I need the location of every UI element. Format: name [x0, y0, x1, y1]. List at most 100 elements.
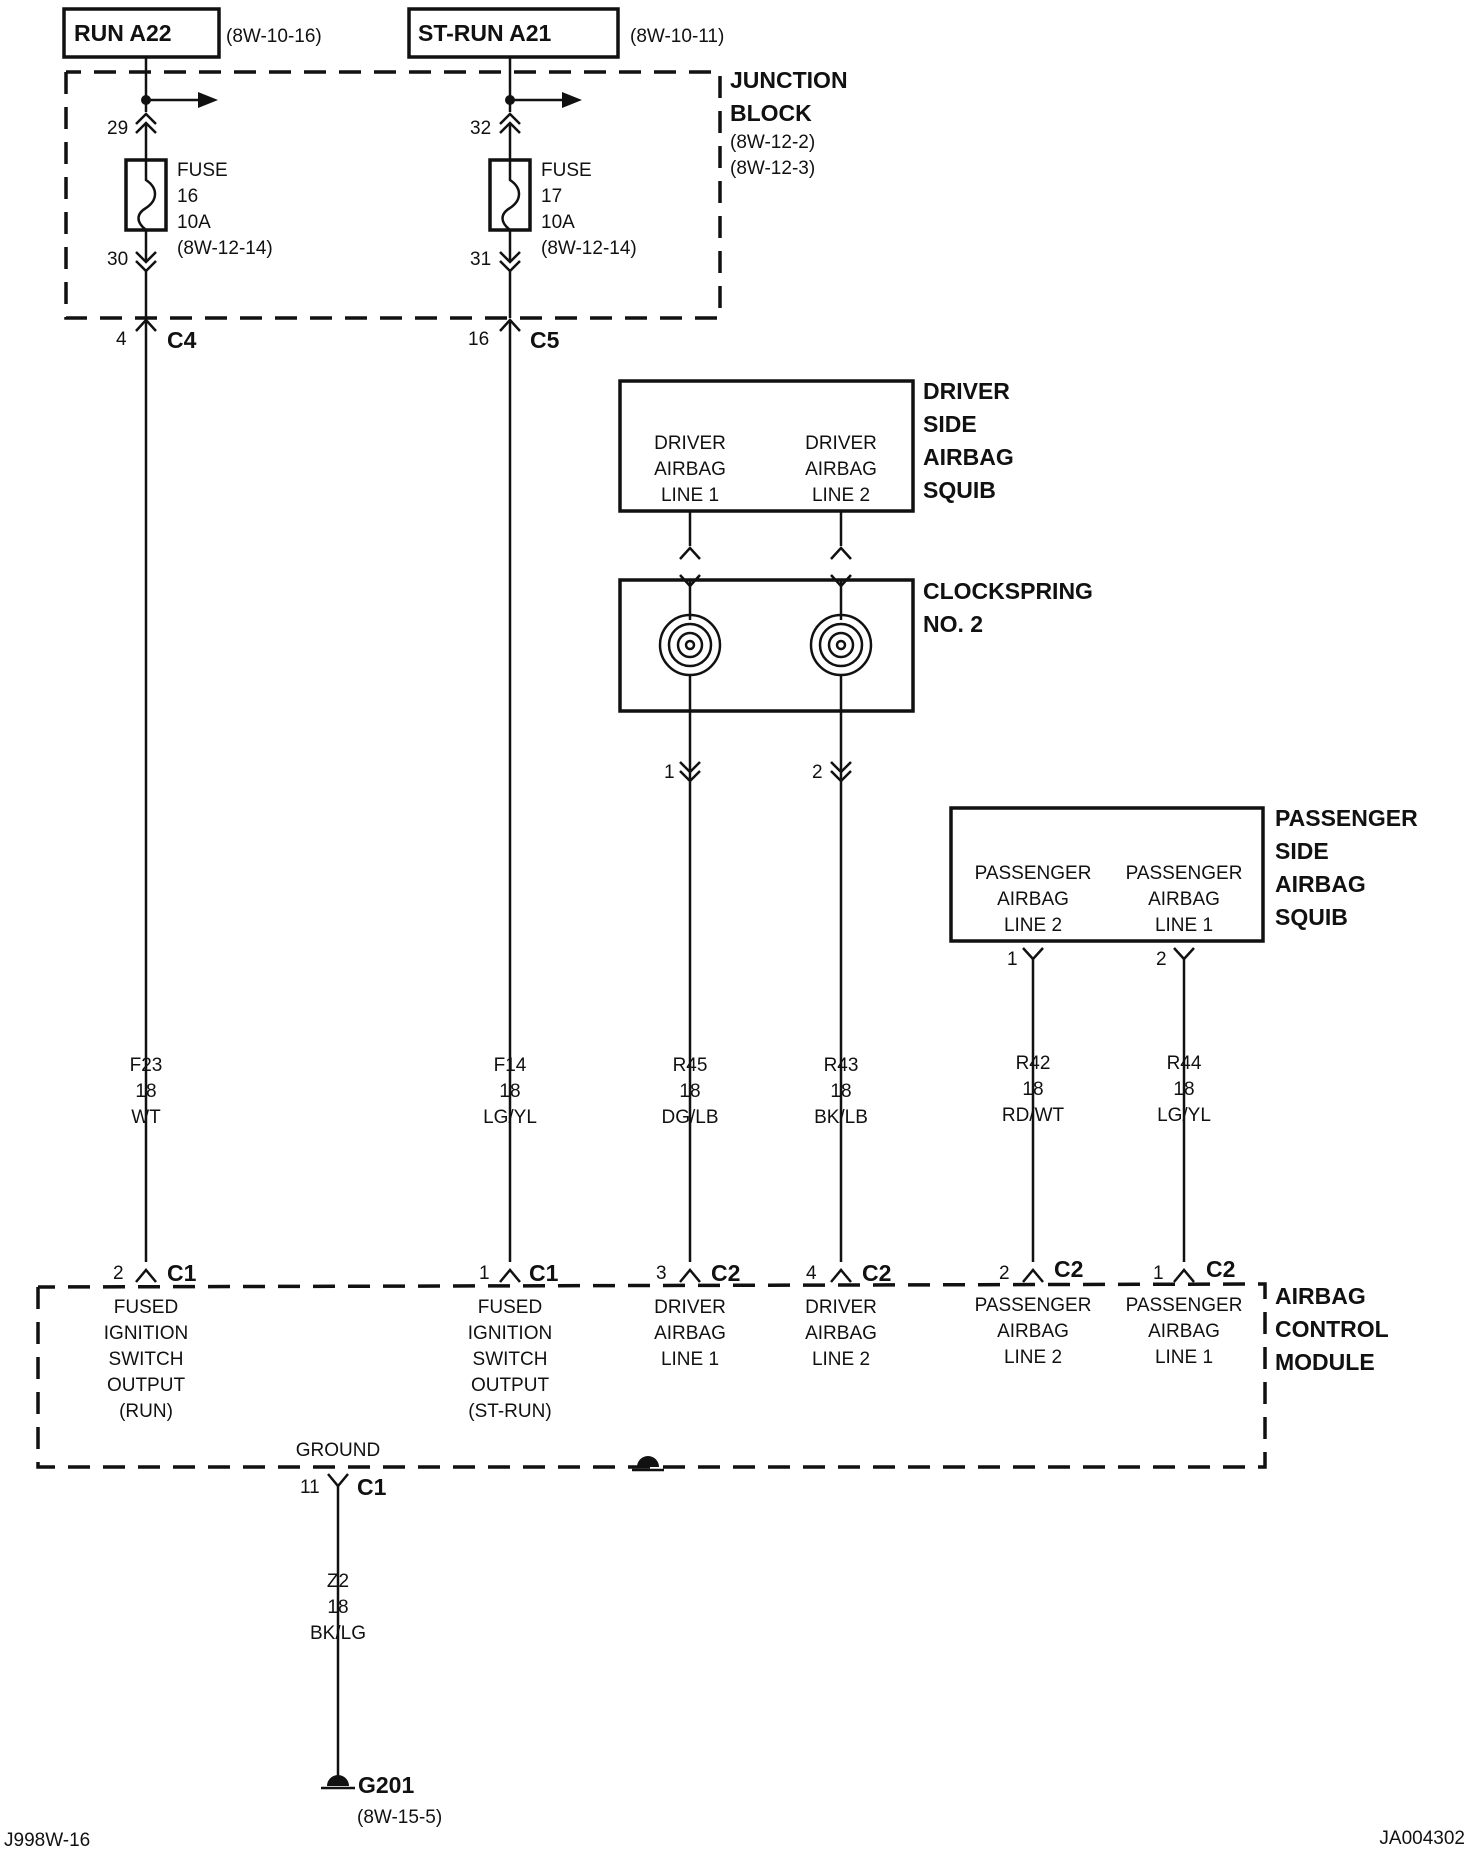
- fuse17-line1: FUSE: [541, 160, 592, 181]
- module-driver-line2-label: DRIVER AIRBAG LINE 2: [805, 1297, 877, 1370]
- module-conn-name-3: C2: [711, 1260, 740, 1286]
- passenger-squib-l2-a: PASSENGER: [975, 863, 1092, 884]
- ground-connector: [327, 1473, 349, 1778]
- fuse16-pin-in: 29: [107, 118, 128, 139]
- passenger-squib-box: [949, 806, 1265, 943]
- svg-text:18: 18: [499, 1081, 520, 1102]
- module-conn-pin-1: 2: [113, 1263, 124, 1284]
- airbag-module-outline: [36, 1282, 1267, 1469]
- run-a22-label: RUN A22: [74, 20, 172, 46]
- fuse17-line2: 17: [541, 186, 562, 207]
- driver-squib-title-3: AIRBAG: [923, 444, 1014, 470]
- fuse16-pin-out: 30: [107, 249, 128, 270]
- clockspring-pin-2: 2: [812, 762, 823, 783]
- svg-text:F23: F23: [130, 1055, 163, 1076]
- module-passenger-line2-label: PASSENGER AIRBAG LINE 2: [975, 1295, 1092, 1368]
- module-connector-symbols: [135, 1268, 1195, 1283]
- clockspring-box: [618, 578, 915, 713]
- module-output-st-run-label: FUSED IGNITION SWITCH OUTPUT (ST-RUN): [468, 1297, 552, 1422]
- svg-text:18: 18: [1022, 1079, 1043, 1100]
- driver-squib-box: [618, 379, 915, 513]
- junction-block-ref-2: (8W-12-3): [730, 158, 815, 179]
- wire-label-z2: Z2 18 BK/LG: [310, 1571, 366, 1644]
- module-title-2: CONTROL: [1275, 1316, 1389, 1342]
- svg-text:DRIVER: DRIVER: [654, 1297, 726, 1318]
- passenger-squib-pin-line1: 2: [1156, 949, 1167, 970]
- svg-text:OUTPUT: OUTPUT: [107, 1375, 186, 1396]
- module-conn-pin-2: 1: [479, 1263, 490, 1284]
- module-title-3: MODULE: [1275, 1349, 1375, 1375]
- module-passenger-line1-label: PASSENGER AIRBAG LINE 1: [1126, 1295, 1243, 1368]
- passenger-squib-l1-a: PASSENGER: [1126, 863, 1243, 884]
- g201-ref: (8W-15-5): [357, 1807, 442, 1828]
- clockspring-title-2: NO. 2: [923, 611, 983, 637]
- svg-text:18: 18: [1173, 1079, 1194, 1100]
- junction-block-ref-1: (8W-12-2): [730, 132, 815, 153]
- svg-text:BK/LG: BK/LG: [310, 1623, 366, 1644]
- c4-name: C4: [167, 327, 197, 353]
- footer-right-id: JA004302: [1379, 1828, 1465, 1849]
- fuse17-pin-in: 32: [470, 118, 491, 139]
- wire-label-r44: R44 18 LG/YL: [1157, 1053, 1211, 1126]
- module-ground-pin: 11: [300, 1477, 320, 1498]
- junction-block-title-1: JUNCTION: [730, 67, 848, 93]
- passenger-squib-pin-line2: 1: [1007, 949, 1018, 970]
- squib-clockspring-connectors: [679, 511, 852, 588]
- svg-text:AIRBAG: AIRBAG: [654, 1323, 726, 1344]
- passenger-squib-title-4: SQUIB: [1275, 904, 1348, 930]
- g201-name: G201: [358, 1772, 414, 1798]
- c4-pin: 4: [116, 329, 127, 350]
- driver-squib-l1-b: AIRBAG: [654, 459, 726, 480]
- driver-squib-l2-a: DRIVER: [805, 433, 877, 454]
- run-a22-ref: (8W-10-16): [226, 26, 322, 47]
- g201-ground-icon: [321, 1775, 355, 1790]
- junction-block-outline: [64, 70, 722, 320]
- c5-name: C5: [530, 327, 560, 353]
- passenger-squib-connectors: [1022, 947, 1195, 1262]
- svg-text:18: 18: [679, 1081, 700, 1102]
- clockspring-title-1: CLOCKSPRING: [923, 578, 1093, 604]
- svg-text:LG/YL: LG/YL: [1157, 1105, 1211, 1126]
- fuse17-line4: (8W-12-14): [541, 238, 637, 259]
- svg-text:R43: R43: [824, 1055, 859, 1076]
- svg-text:LINE 2: LINE 2: [812, 1349, 870, 1370]
- driver-squib-l2-b: AIRBAG: [805, 459, 877, 480]
- module-conn-pin-5: 2: [999, 1263, 1010, 1284]
- passenger-squib-l2-b: AIRBAG: [997, 889, 1069, 910]
- svg-text:FUSED: FUSED: [478, 1297, 542, 1318]
- passenger-squib-title-3: AIRBAG: [1275, 871, 1366, 897]
- fuse16-line2: 16: [177, 186, 198, 207]
- svg-text:SWITCH: SWITCH: [109, 1349, 184, 1370]
- footer-left-id: J998W-16: [4, 1830, 90, 1850]
- clockspring-coil-1-icon: [658, 580, 722, 711]
- svg-text:AIRBAG: AIRBAG: [805, 1323, 877, 1344]
- svg-text:DRIVER: DRIVER: [805, 1297, 877, 1318]
- st-run-feed-circuit: [488, 57, 582, 1262]
- clockspring-output-connectors: [679, 711, 852, 1262]
- svg-text:18: 18: [135, 1081, 156, 1102]
- svg-text:18: 18: [327, 1597, 348, 1618]
- svg-text:(RUN): (RUN): [119, 1401, 173, 1422]
- splice-arrow-icon: [562, 92, 582, 108]
- svg-text:PASSENGER: PASSENGER: [1126, 1295, 1243, 1316]
- junction-block-title-2: BLOCK: [730, 100, 812, 126]
- svg-text:R42: R42: [1016, 1053, 1051, 1074]
- fuse16-line1: FUSE: [177, 160, 228, 181]
- wire-label-r43: R43 18 BK/LB: [814, 1055, 868, 1128]
- passenger-squib-title-1: PASSENGER: [1275, 805, 1418, 831]
- module-conn-pin-6: 1: [1153, 1263, 1164, 1284]
- svg-text:IGNITION: IGNITION: [104, 1323, 188, 1344]
- svg-text:FUSED: FUSED: [114, 1297, 178, 1318]
- wire-label-r45: R45 18 DG/LB: [661, 1055, 718, 1128]
- module-title-1: AIRBAG: [1275, 1283, 1366, 1309]
- module-conn-pin-3: 3: [656, 1263, 667, 1284]
- fuse16-line3: 10A: [177, 212, 211, 233]
- module-conn-name-1: C1: [167, 1260, 197, 1286]
- svg-text:(ST-RUN): (ST-RUN): [468, 1401, 551, 1422]
- svg-text:DG/LB: DG/LB: [661, 1107, 718, 1128]
- st-run-a21-label: ST-RUN A21: [418, 20, 552, 46]
- wire-label-r42: R42 18 RD/WT: [1002, 1053, 1065, 1126]
- wire-label-f23: F23 18 WT: [130, 1055, 163, 1128]
- svg-text:LG/YL: LG/YL: [483, 1107, 537, 1128]
- clockspring-pin-1: 1: [664, 762, 675, 783]
